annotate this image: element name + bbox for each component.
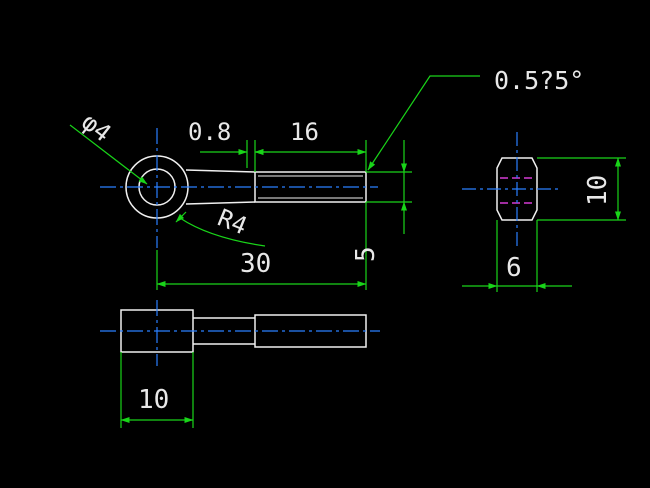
overall-length-label: 30 bbox=[240, 249, 271, 279]
thread-length-label: 16 bbox=[290, 118, 319, 146]
chamfer-label: 0.5?5° bbox=[494, 66, 584, 95]
radius-label: R4 bbox=[214, 204, 251, 241]
dimension-lines bbox=[69, 75, 626, 428]
side-view bbox=[462, 132, 558, 246]
side-height-label: 10 bbox=[583, 175, 613, 206]
gap-label: 0.8 bbox=[188, 118, 231, 146]
top-view-centerlines bbox=[100, 128, 378, 248]
side-outline bbox=[496, 157, 538, 221]
height-label: 5 bbox=[351, 246, 381, 262]
eye-neck bbox=[185, 169, 256, 205]
side-width-label: 6 bbox=[506, 253, 522, 283]
bottom-width-label: 10 bbox=[138, 385, 169, 415]
diameter-label: φ4 bbox=[76, 108, 116, 148]
bottom-neck bbox=[193, 317, 255, 345]
bottom-view-centerlines bbox=[100, 300, 380, 366]
